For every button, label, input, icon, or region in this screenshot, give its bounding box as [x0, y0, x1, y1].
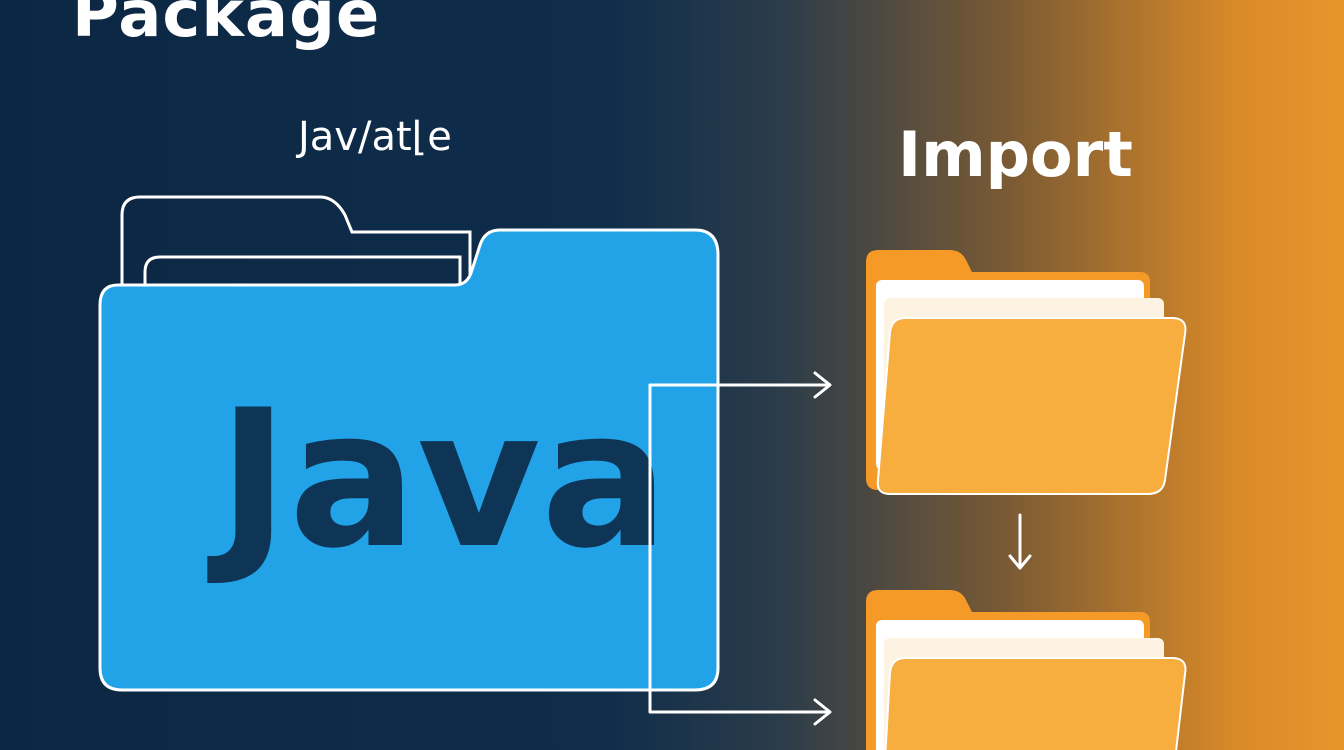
java-folder-icon	[98, 195, 720, 692]
orange-folder-icon	[866, 250, 1187, 495]
folder-label: Java	[207, 369, 669, 590]
orange-folder-icon	[866, 590, 1187, 750]
arrow-right-icon	[648, 371, 832, 399]
import-label: Import	[898, 118, 1133, 191]
connector-arrows	[648, 371, 1032, 726]
title: Package	[72, 0, 381, 52]
arrow-down-icon	[1008, 513, 1032, 570]
subtitle: Jav/at⌊e	[298, 114, 452, 160]
